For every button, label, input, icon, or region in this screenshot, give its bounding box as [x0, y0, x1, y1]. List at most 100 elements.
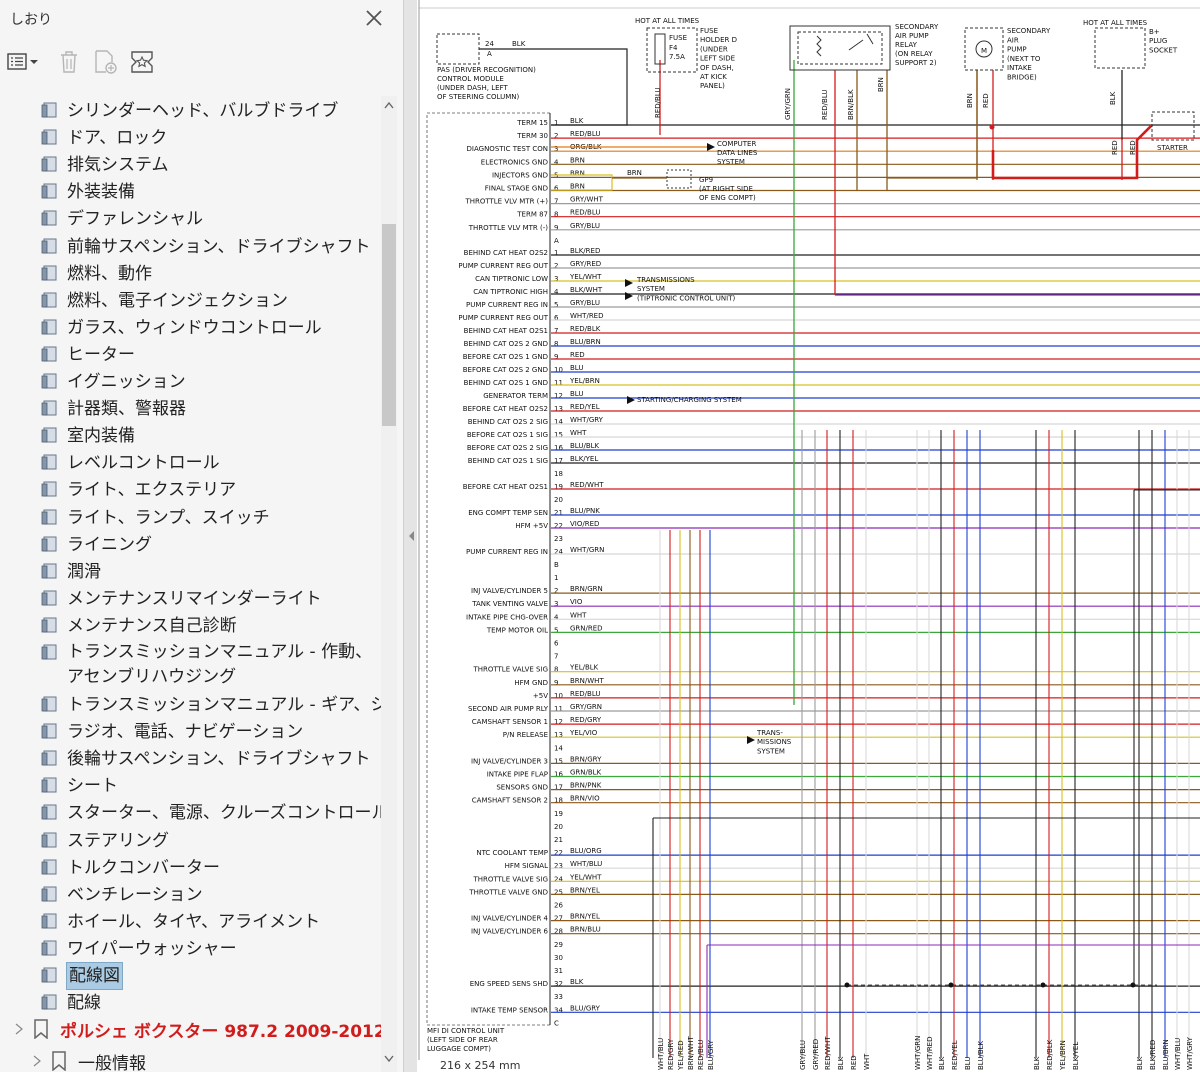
pin-number: 1: [554, 249, 558, 257]
bookmark-item-label: 燃料、動作: [67, 263, 152, 284]
bookmark-item[interactable]: デファレンシャル: [40, 206, 203, 230]
bookmark-item[interactable]: メンテナンスリマインダーライト: [40, 586, 322, 610]
arrow-icon: [747, 736, 755, 744]
delete-icon[interactable]: [56, 48, 82, 76]
bookmark-porsche-boxster[interactable]: ポルシェ ボクスター 987.2 2009-2012: [12, 1016, 386, 1042]
pin-number: 21: [554, 509, 563, 517]
bookmark-item[interactable]: 後輪サスペンション、ドライブシャフト: [40, 746, 370, 770]
bookmark-item[interactable]: ライト、ランプ、スイッチ: [40, 505, 270, 529]
pin-number: 7: [554, 653, 558, 661]
bookmark-item[interactable]: レベルコントロール: [40, 450, 220, 474]
collapse-panel-icon[interactable]: [407, 530, 415, 542]
bookmark-item[interactable]: トランスミッションマニュアル - 作動、アセンブリハウジング: [40, 640, 382, 687]
bookmark-item[interactable]: ラジオ、電話、ナビゲーション: [40, 719, 303, 743]
bookmark-item[interactable]: イグニッション: [40, 369, 186, 393]
pin-function-label: BEHIND CAT O2S 2 SIG: [468, 418, 548, 426]
pin-number: 25: [554, 888, 563, 896]
bookmark-item-label: ライニング: [67, 534, 152, 555]
add-bookmark-icon[interactable]: [92, 48, 120, 76]
bookmark-item[interactable]: ライト、エクステリア: [40, 477, 236, 501]
bookmark-item[interactable]: ワイパーウォッシャー: [40, 936, 237, 960]
bookmark-general-info[interactable]: 一般情報: [30, 1048, 146, 1074]
bookmark-item[interactable]: ベンチレーション: [40, 882, 203, 906]
tag-bookmark-icon[interactable]: [128, 48, 156, 76]
pin-function-label: PUMP CURRENT REG OUT: [458, 262, 548, 270]
pin-number: 4: [554, 613, 559, 621]
bookmark-item-label: デファレンシャル: [67, 209, 203, 230]
bookmark-item[interactable]: シリンダーヘッド、バルブドライブ: [40, 98, 338, 122]
scroll-thumb[interactable]: [382, 224, 396, 426]
bookmark-general-label: 一般情報: [78, 1053, 146, 1074]
wire-color-label: BLK: [570, 978, 584, 986]
bookmark-item-label: トルクコンバーター: [67, 857, 220, 878]
bookmark-item[interactable]: シート: [40, 773, 118, 797]
bookmark-item[interactable]: ヒーター: [40, 342, 135, 366]
bottom-wire-label: WHT/RED: [926, 1037, 934, 1071]
bookmark-item-label: スターター、電源、クルーズコントロール: [67, 803, 382, 824]
pin-function-label: TEMP MOTOR OIL: [486, 626, 548, 634]
bottom-wire-label: YEL/RED: [677, 1040, 685, 1071]
bookmark-item[interactable]: 計器類、警報器: [40, 396, 186, 420]
bookmark-tree: シリンダーヘッド、バルブドライブドア、ロック排気システム外装装備デファレンシャル…: [0, 96, 382, 1072]
bookmark-item[interactable]: トルクコンバーター: [40, 855, 220, 879]
pin-number: 3: [554, 145, 558, 153]
bookmark-item[interactable]: 燃料、電子インジェクション: [40, 288, 288, 312]
wire-color-label: RED/YEL: [570, 403, 600, 411]
expand-arrow-icon[interactable]: [30, 1054, 44, 1068]
bookmark-item[interactable]: ドア、ロック: [40, 125, 167, 149]
vertical-wire-label: GRY/GRN: [784, 88, 792, 120]
pin-function-label: INTAKE TEMP SENSOR: [471, 1006, 548, 1014]
bottom-wire-label: RED/GRY: [667, 1038, 675, 1070]
bookmark-item[interactable]: 外装装備: [40, 179, 135, 203]
bookmark-item[interactable]: ライニング: [40, 532, 152, 556]
bookmark-item[interactable]: ステアリング: [40, 828, 169, 852]
wire-color-label: YEL/WHT: [569, 273, 602, 281]
scroll-down-icon[interactable]: [383, 1054, 395, 1064]
wire-color-label: BLU: [570, 390, 583, 398]
bookmark-item[interactable]: 室内装備: [40, 423, 135, 447]
pin-number: 10: [554, 366, 563, 374]
bookmark-item[interactable]: トランスミッションマニュアル - ギア、シャフト: [40, 692, 382, 716]
collapse-arrow-icon[interactable]: [12, 1022, 26, 1036]
pin-number: 3: [554, 275, 558, 283]
panel-splitter[interactable]: [403, 0, 418, 1072]
page-bookmark-icon: [41, 509, 57, 524]
vertical-wire-label: BLK: [1109, 91, 1117, 105]
pas-wire: [479, 48, 628, 126]
bookmark-item[interactable]: ガラス、ウィンドウコントロール: [40, 315, 322, 339]
pin-number: 22: [554, 522, 563, 530]
bottom-wire-label: BLK: [1136, 1056, 1144, 1070]
scroll-up-icon[interactable]: [383, 100, 395, 110]
bookmark-item[interactable]: メンテナンス自己診断: [40, 613, 237, 637]
bookmark-item-label: 計器類、警報器: [67, 399, 186, 420]
bookmark-item[interactable]: 潤滑: [40, 559, 101, 583]
pin-number: 18: [554, 470, 563, 478]
pin-function-label: TERM 30: [516, 132, 548, 140]
wire-color-label: BRN: [570, 169, 585, 177]
bookmark-item[interactable]: 燃料、動作: [40, 261, 152, 285]
pin-function-label: PUMP CURRENT REG IN: [466, 548, 548, 556]
pin-number: 31: [554, 967, 563, 975]
bookmark-item[interactable]: 前輪サスペンション、ドライブシャフト: [40, 234, 370, 258]
bookmark-item[interactable]: 配線図: [40, 962, 123, 990]
pin-function-label: THROTTLE VLV MTR (-): [468, 224, 548, 232]
page-bookmark-icon: [41, 563, 57, 579]
bookmark-item[interactable]: 配線: [40, 990, 101, 1014]
bookmark-item[interactable]: スターター、電源、クルーズコントロール: [40, 800, 382, 824]
options-menu-icon[interactable]: [6, 48, 40, 76]
bookmark-icon: [34, 1019, 48, 1039]
wire-color-label: YEL/BLK: [569, 664, 599, 672]
page-bookmark-icon: [41, 750, 57, 766]
wire-color-label: GRY/BLU: [570, 222, 600, 230]
close-icon[interactable]: [362, 6, 386, 30]
bottom-wire-label: BLU/GRY: [707, 1039, 715, 1070]
bookmark-item-label: レベルコントロール: [67, 453, 220, 474]
bookmark-item[interactable]: 排気システム: [40, 152, 169, 176]
bookmark-item[interactable]: ホイール、タイヤ、アライメント: [40, 909, 320, 933]
pin-function-label: INJ VALVE/CYLINDER 6: [471, 928, 549, 936]
pin-number: 30: [554, 954, 563, 962]
